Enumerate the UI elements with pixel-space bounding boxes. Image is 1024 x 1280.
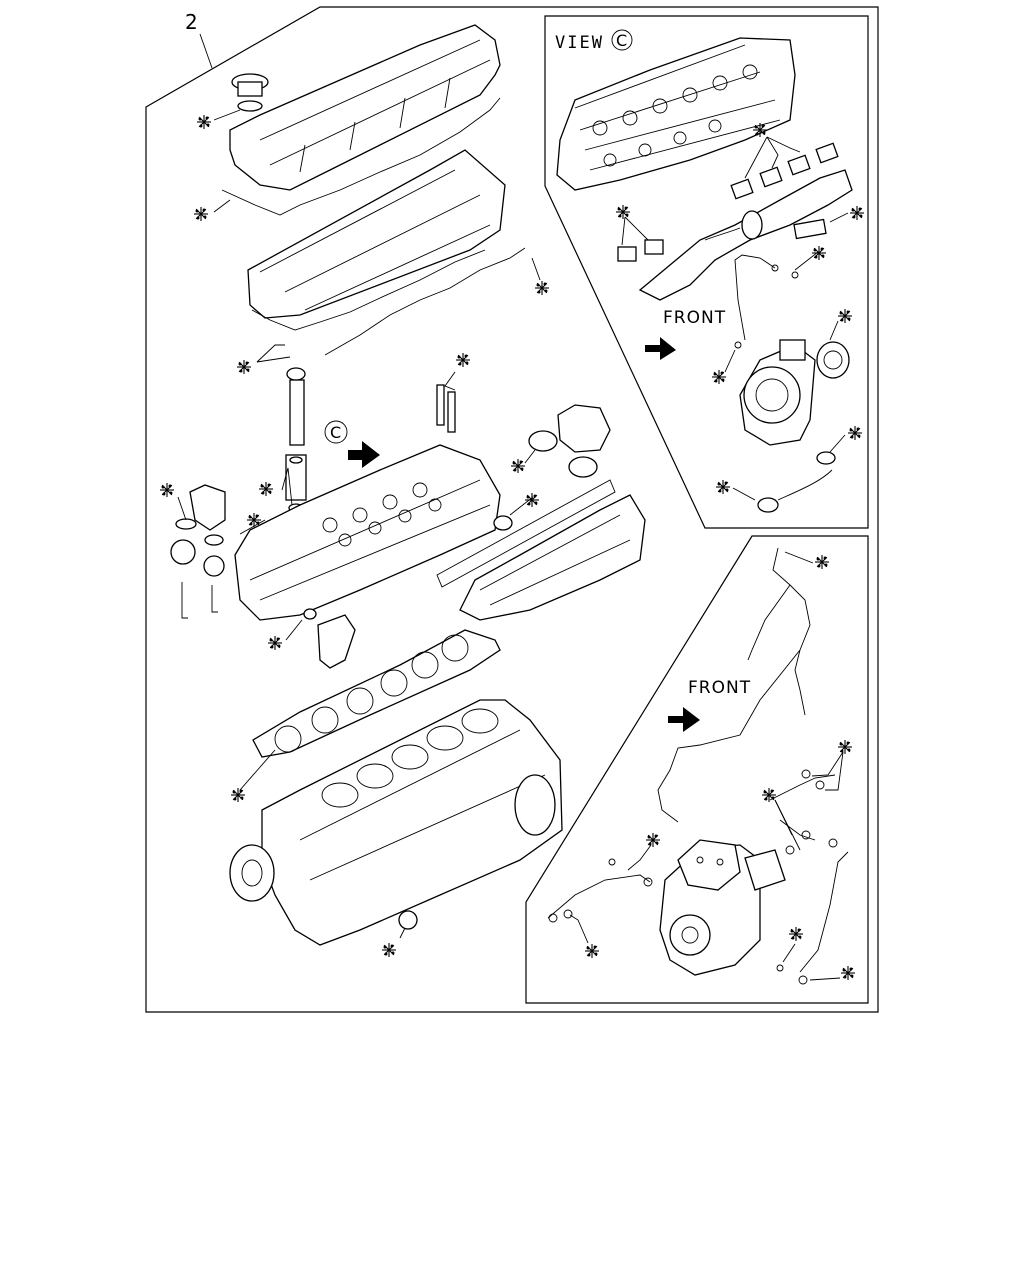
view-c-inset-frame: [544, 15, 869, 529]
fuel-high-pressure-pipe-c: [769, 774, 836, 841]
camshaft-housing-gasket: [251, 249, 486, 331]
gasket-mark-icon: [194, 207, 208, 221]
kit-callout-number: 2: [185, 10, 198, 34]
view-c-front-arrow: [645, 337, 676, 360]
gasket-mark-icon: [382, 943, 396, 957]
gasket-reference-marks: [160, 115, 864, 980]
gasket-mark-icon: [231, 788, 245, 802]
main-direction-arrow: [348, 441, 380, 468]
view-c-front-label: FRONT: [663, 308, 726, 328]
fuel-high-pressure-pipe-a: [547, 874, 651, 919]
gasket-mark-icon: [646, 833, 660, 847]
injector-leak-off-pipe: [324, 247, 526, 356]
gasket-mark-icon: [838, 740, 852, 754]
view-c-leader-lines: [621, 136, 849, 501]
head-plug-seal: [493, 515, 513, 531]
gasket-mark-icon: [197, 115, 211, 129]
view-c-exhaust-manifold: [638, 169, 853, 301]
gasket-mark-icon: [616, 205, 630, 219]
cylinder-head-gasket: [252, 629, 501, 758]
thermostat-housing: [170, 484, 226, 577]
gasket-mark-icon: [716, 480, 730, 494]
gasket-mark-icon: [160, 483, 174, 497]
gasket-mark-icon: [848, 426, 862, 440]
view-c-exhaust-gaskets: [617, 142, 839, 262]
intake-manifold: [459, 494, 646, 621]
cover-studs: [436, 384, 456, 433]
view-c-turbocharger: [739, 339, 850, 513]
gasket-mark-icon: [237, 360, 251, 374]
water-pipe-fitting: [317, 614, 356, 669]
gasket-mark-icon: [850, 206, 864, 220]
fuel-line-inset-frame: [525, 535, 869, 1004]
camshaft-housing: [247, 149, 506, 319]
gasket-mark-icon: [268, 636, 282, 650]
egr-valve-body: [557, 404, 611, 453]
kit-frame: [145, 6, 879, 1013]
callout-leader: [199, 33, 213, 69]
gasket-mark-icon: [789, 927, 803, 941]
gasket-mark-icon: [259, 482, 273, 496]
fuel-injector: [285, 367, 307, 513]
view-c-circle-letter: C: [616, 31, 627, 50]
block-plug-seal: [398, 910, 418, 930]
gasket-mark-icon: [712, 370, 726, 384]
view-fuel-injection-pump: [659, 839, 786, 976]
gasket-mark-icon: [838, 309, 852, 323]
view-c-turbo-oil-pipe: [734, 254, 776, 341]
gasket-mark-icon: [525, 493, 539, 507]
fuel-inset-leader-lines: [569, 551, 844, 981]
fuel-inset-front-arrow: [668, 707, 700, 732]
gasket-mark-icon: [762, 788, 776, 802]
fuel-inset-front-label: FRONT: [688, 678, 751, 698]
view-c-label: VIEW: [555, 33, 604, 53]
cylinder-head: [234, 444, 501, 621]
gasket-mark-icon: [511, 459, 525, 473]
head-small-seal: [303, 608, 317, 620]
view-c-cylinder-head: [556, 37, 796, 191]
manifold-gasket-lower: [568, 456, 598, 478]
main-view-c-marker-letter: C: [330, 423, 341, 442]
gasket-mark-icon: [753, 123, 767, 137]
view-c-circle: [611, 29, 633, 51]
gasket-mark-icon: [815, 555, 829, 569]
manifold-gasket-upper: [528, 430, 558, 452]
cylinder-head-cover: [229, 24, 501, 191]
head-cover-gasket: [221, 97, 501, 216]
gasket-mark-icon: [456, 353, 470, 367]
gasket-mark-icon: [585, 944, 599, 958]
gasket-mark-icon: [812, 246, 826, 260]
gasket-mark-icon: [247, 513, 261, 527]
main-view-c-marker-circle: [324, 420, 348, 444]
gasket-mark-icon: [841, 966, 855, 980]
intake-manifold-gasket: [436, 479, 616, 588]
fuel-high-pressure-pipe-b: [799, 851, 849, 973]
fuel-leak-off-line: [657, 547, 811, 823]
gasket-mark-icon: [535, 281, 549, 295]
cylinder-block: [229, 699, 563, 946]
